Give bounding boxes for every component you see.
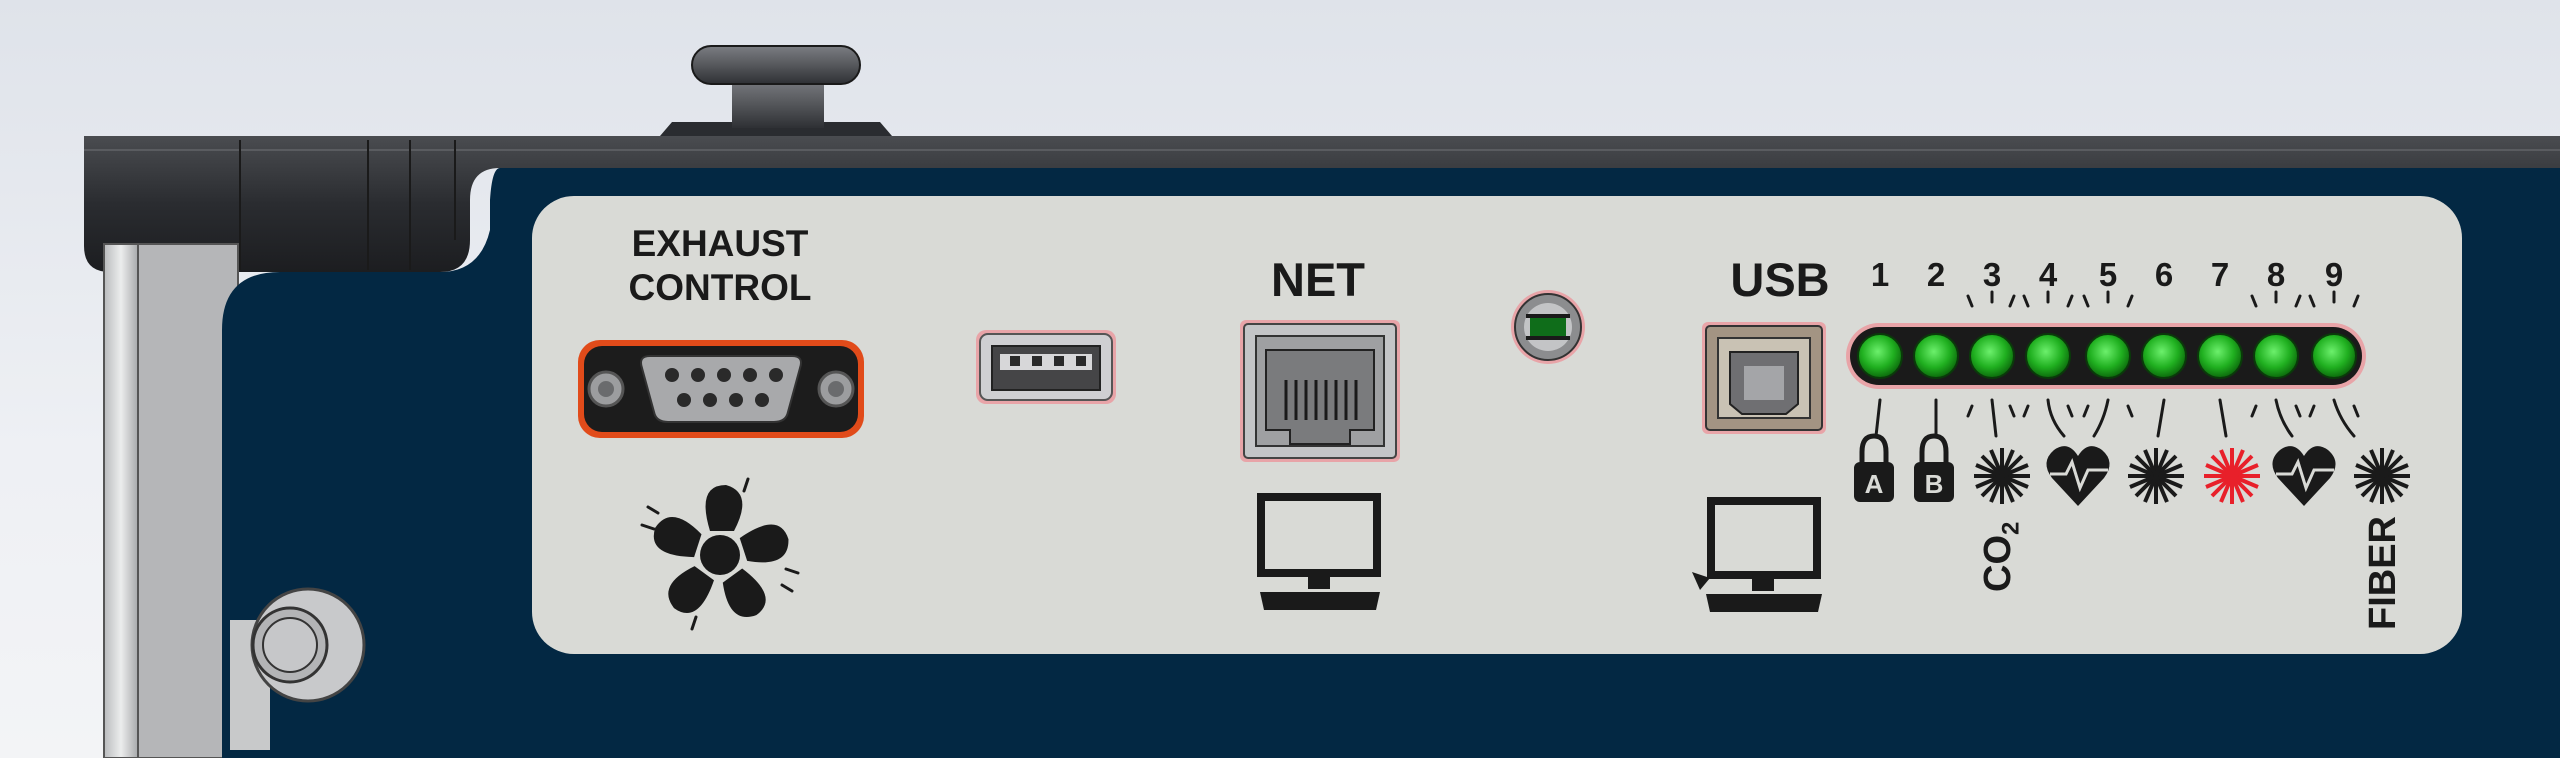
usb-a-port[interactable] [976, 330, 1116, 404]
net-label: NET [1271, 253, 1365, 306]
housing-top [84, 136, 2560, 272]
led-number-5: 5 [2098, 256, 2118, 293]
led-3 [1969, 333, 2015, 379]
usb-b-port[interactable] [1702, 322, 1826, 434]
led-5 [2085, 333, 2131, 379]
fiber-label: FIBER [2362, 516, 2404, 630]
exhaust-label-line1: EXHAUST [631, 223, 809, 264]
led-6 [2141, 333, 2187, 379]
laser-star-icon [2128, 448, 2184, 504]
led-number-2: 2 [1926, 256, 1946, 293]
led-number-6: 6 [2154, 256, 2174, 293]
computer-icon [1257, 493, 1381, 610]
led-4 [2025, 333, 2071, 379]
led-number-8: 8 [2266, 256, 2286, 293]
lock-a-icon [1854, 433, 1894, 502]
red-laser-star-icon [2204, 448, 2260, 504]
top-knob[interactable] [660, 45, 892, 136]
led-rays [1966, 290, 2360, 418]
usb-label: USB [1730, 253, 1830, 306]
label-plate [532, 196, 2462, 654]
led-number-1: 1 [1870, 256, 1890, 293]
exhaust-label-line2: CONTROL [628, 267, 812, 308]
exhaust-control-label: EXHAUST CONTROL [560, 222, 880, 310]
led-2 [1913, 333, 1959, 379]
lock-b-icon [1914, 433, 1954, 502]
heartbeat-icon [2272, 446, 2336, 506]
side-rail [103, 243, 239, 758]
led-8 [2253, 333, 2299, 379]
led-9 [2311, 333, 2357, 379]
exhaust-control-connector[interactable] [578, 340, 864, 438]
lock-a-letter: A [1865, 469, 1884, 499]
net-port[interactable] [1240, 320, 1400, 462]
mounting-screw [230, 587, 366, 750]
status-button[interactable] [1511, 290, 1585, 364]
co2-label: CO2 [1977, 522, 2026, 592]
led-number-7: 7 [2210, 256, 2230, 293]
computer-usb-icon [1692, 497, 1822, 612]
led-leader-lines [1874, 398, 2356, 438]
led-1 [1857, 333, 1903, 379]
led-number-3: 3 [1982, 256, 2002, 293]
co2-main: CO [1977, 535, 2019, 592]
co2-laser-star-icon [1974, 448, 2030, 504]
heartbeat-icon [2046, 446, 2110, 506]
fiber-laser-star-icon [2354, 448, 2410, 504]
lock-b-letter: B [1925, 469, 1944, 499]
led-7 [2197, 333, 2243, 379]
led-number-9: 9 [2324, 256, 2344, 293]
co2-subscript: 2 [1997, 521, 2025, 535]
led-group [1857, 333, 2357, 379]
fan-icon [640, 477, 800, 631]
led-number-4: 4 [2038, 256, 2058, 293]
